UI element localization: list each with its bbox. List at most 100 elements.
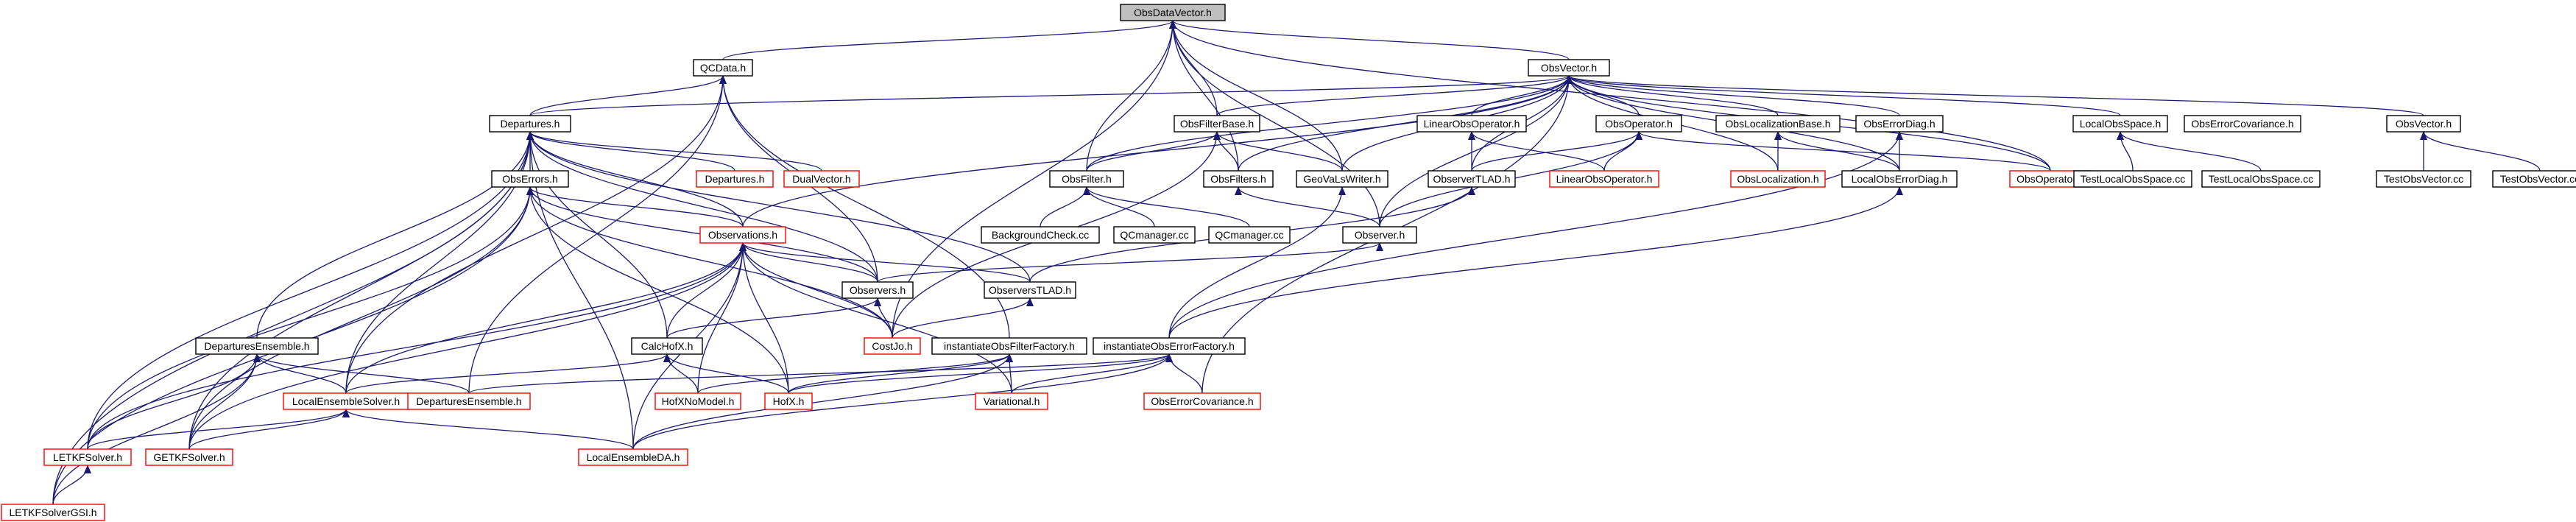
- node-root[interactable]: ObsDataVector.h: [1120, 4, 1226, 21]
- node-box: [2072, 115, 2168, 133]
- node-departuresensemble_red[interactable]: DeparturesEnsemble.h: [407, 392, 531, 410]
- node-testobsvector1[interactable]: TestObsVector.cc: [2376, 170, 2471, 188]
- node-box: [1428, 170, 1516, 188]
- node-geovalswriter[interactable]: GeoVaLsWriter.h: [1296, 170, 1388, 188]
- node-getkfsolver[interactable]: GETKFSolver.h: [145, 448, 233, 466]
- edge-obsoperator_red-to-root: [1169, 20, 2051, 172]
- node-box: [631, 337, 703, 355]
- edge-testobsvector2-to-obsvector2: [2420, 131, 2541, 172]
- node-letkfsolver[interactable]: LETKFSolver.h: [43, 448, 132, 466]
- node-label: BackgroundCheck.cc: [992, 229, 1089, 241]
- node-label: LETKFSolverGSI.h: [9, 507, 96, 518]
- node-obsvector2[interactable]: ObsVector.h: [2386, 115, 2461, 133]
- node-label: LocalObsErrorDiag.h: [1852, 173, 1948, 185]
- node-instobsfilterfactory[interactable]: instantiateObsFilterFactory.h: [931, 337, 1087, 355]
- node-localensembleda[interactable]: LocalEnsembleDA.h: [578, 448, 688, 466]
- node-departures[interactable]: Departures.h: [489, 115, 571, 133]
- edge-backgroundcheck-to-obsfilter: [1040, 186, 1090, 228]
- node-departuresensemble[interactable]: DeparturesEnsemble.h: [195, 337, 319, 355]
- node-testlocalobsspace2[interactable]: TestLocalObsSpace.cc: [2201, 170, 2321, 188]
- edge-observations-to-obsvector: [742, 75, 1573, 228]
- node-label: TestLocalObsSpace.cc: [2081, 173, 2185, 185]
- node-qcmanager2[interactable]: QCmanager.cc: [1208, 226, 1291, 244]
- edge-linearobsop-to-obsvector: [1471, 75, 1573, 116]
- node-variational[interactable]: Variational.h: [975, 392, 1048, 410]
- node-localobserrordiag[interactable]: LocalObsErrorDiag.h: [1841, 170, 1958, 188]
- node-obserrordiag[interactable]: ObsErrorDiag.h: [1855, 115, 1944, 133]
- node-box: [1595, 115, 1682, 133]
- node-obserrorcov_black[interactable]: ObsErrorCovariance.h: [2184, 115, 2301, 133]
- edge-departures-to-obsvector: [529, 75, 1573, 116]
- node-box: [1296, 170, 1388, 188]
- node-observer[interactable]: Observer.h: [1342, 226, 1417, 244]
- node-obsoperator_red[interactable]: ObsOperator.h: [2009, 170, 2092, 188]
- node-label: ObsVector.h: [1541, 62, 1597, 74]
- node-testobsvector2[interactable]: TestObsVector.cc: [2492, 170, 2576, 188]
- edge-qcdata-to-root: [722, 20, 1176, 60]
- node-label: DeparturesEnsemble.h: [204, 340, 309, 352]
- node-box: [1174, 115, 1260, 133]
- edge-linearobsop_red-to-linearobsop: [1468, 131, 1605, 172]
- node-qcdata[interactable]: QCData.h: [693, 59, 753, 77]
- edge-letkfsolvergsi-to-letkfsolver: [52, 465, 91, 505]
- edge-costjo-to-observations: [739, 242, 893, 339]
- node-observers[interactable]: Observers.h: [841, 281, 914, 299]
- edge-observer-to-obsfilters: [1235, 186, 1380, 228]
- node-box: [1208, 226, 1291, 244]
- node-obserrorcov_red[interactable]: ObsErrorCovariance.h: [1143, 392, 1261, 410]
- edge-letkfsolver-to-localensemblesolver: [87, 409, 350, 450]
- node-localensemblesolver[interactable]: LocalEnsembleSolver.h: [283, 392, 409, 410]
- edge-instobserrorfactory-to-obserrordiag: [1168, 131, 1903, 339]
- node-label: ObsDataVector.h: [1134, 7, 1212, 18]
- node-box: [696, 170, 774, 188]
- node-label: ObsFilterBase.h: [1180, 118, 1254, 130]
- edge-letkfsolver-to-departuresensemble: [87, 353, 261, 450]
- edge-observer-to-obsvector: [1379, 75, 1573, 228]
- node-departures_red[interactable]: Departures.h: [696, 170, 774, 188]
- node-box: [984, 281, 1076, 299]
- node-obsfilters[interactable]: ObsFilters.h: [1203, 170, 1274, 188]
- node-box: [783, 170, 860, 188]
- node-box: [693, 59, 753, 77]
- node-box: [2376, 170, 2471, 188]
- node-instobserrorfactory[interactable]: instantiateObsErrorFactory.h: [1093, 337, 1246, 355]
- node-backgroundcheck[interactable]: BackgroundCheck.cc: [981, 226, 1100, 244]
- edge-observerstlad-to-observations: [739, 242, 1031, 283]
- node-obslocalization[interactable]: ObsLocalization.h: [1730, 170, 1826, 188]
- edge-observations-to-obserrors: [526, 186, 744, 228]
- node-calchofx[interactable]: CalcHofX.h: [631, 337, 703, 355]
- node-observerstlad[interactable]: ObserversTLAD.h: [984, 281, 1076, 299]
- node-obslocbase[interactable]: ObsLocalizationBase.h: [1715, 115, 1841, 133]
- node-observertlad[interactable]: ObserverTLAD.h: [1428, 170, 1516, 188]
- node-dualvector[interactable]: DualVector.h: [783, 170, 860, 188]
- node-obsvector[interactable]: ObsVector.h: [1528, 59, 1610, 77]
- edge-localensemblesolver-to-qcdata: [345, 75, 727, 394]
- node-qcmanager1[interactable]: QCmanager.cc: [1113, 226, 1196, 244]
- node-hofx[interactable]: HofX.h: [764, 392, 813, 410]
- node-linearobsop[interactable]: LinearObsOperator.h: [1416, 115, 1527, 133]
- node-obsfilterbase[interactable]: ObsFilterBase.h: [1174, 115, 1260, 133]
- node-box: [407, 392, 531, 410]
- node-obsoperator[interactable]: ObsOperator.h: [1595, 115, 1682, 133]
- node-box: [1143, 392, 1261, 410]
- node-testlocalobsspace1[interactable]: TestLocalObsSpace.cc: [2073, 170, 2192, 188]
- node-box: [489, 115, 571, 133]
- node-obsfilter[interactable]: ObsFilter.h: [1049, 170, 1124, 188]
- node-hofxnomodel[interactable]: HofXNoModel.h: [654, 392, 741, 410]
- node-label: ObserversTLAD.h: [989, 284, 1071, 296]
- node-costjo[interactable]: CostJo.h: [864, 337, 921, 355]
- node-label: ObsErrors.h: [502, 173, 557, 185]
- node-box: [841, 281, 914, 299]
- node-box: [1093, 337, 1246, 355]
- node-obserrors[interactable]: ObsErrors.h: [491, 170, 569, 188]
- node-observations[interactable]: Observations.h: [699, 226, 786, 244]
- node-box: [864, 337, 921, 355]
- edge-observations-to-departures: [526, 131, 744, 228]
- dependency-edges: [52, 20, 2541, 505]
- node-box: [2492, 170, 2576, 188]
- node-linearobsop_red[interactable]: LinearObsOperator.h: [1549, 170, 1659, 188]
- node-letkfsolvergsi[interactable]: LETKFSolverGSI.h: [1, 504, 105, 521]
- node-label: HofXNoModel.h: [662, 395, 735, 407]
- node-localobsspace[interactable]: LocalObsSpace.h: [2072, 115, 2168, 133]
